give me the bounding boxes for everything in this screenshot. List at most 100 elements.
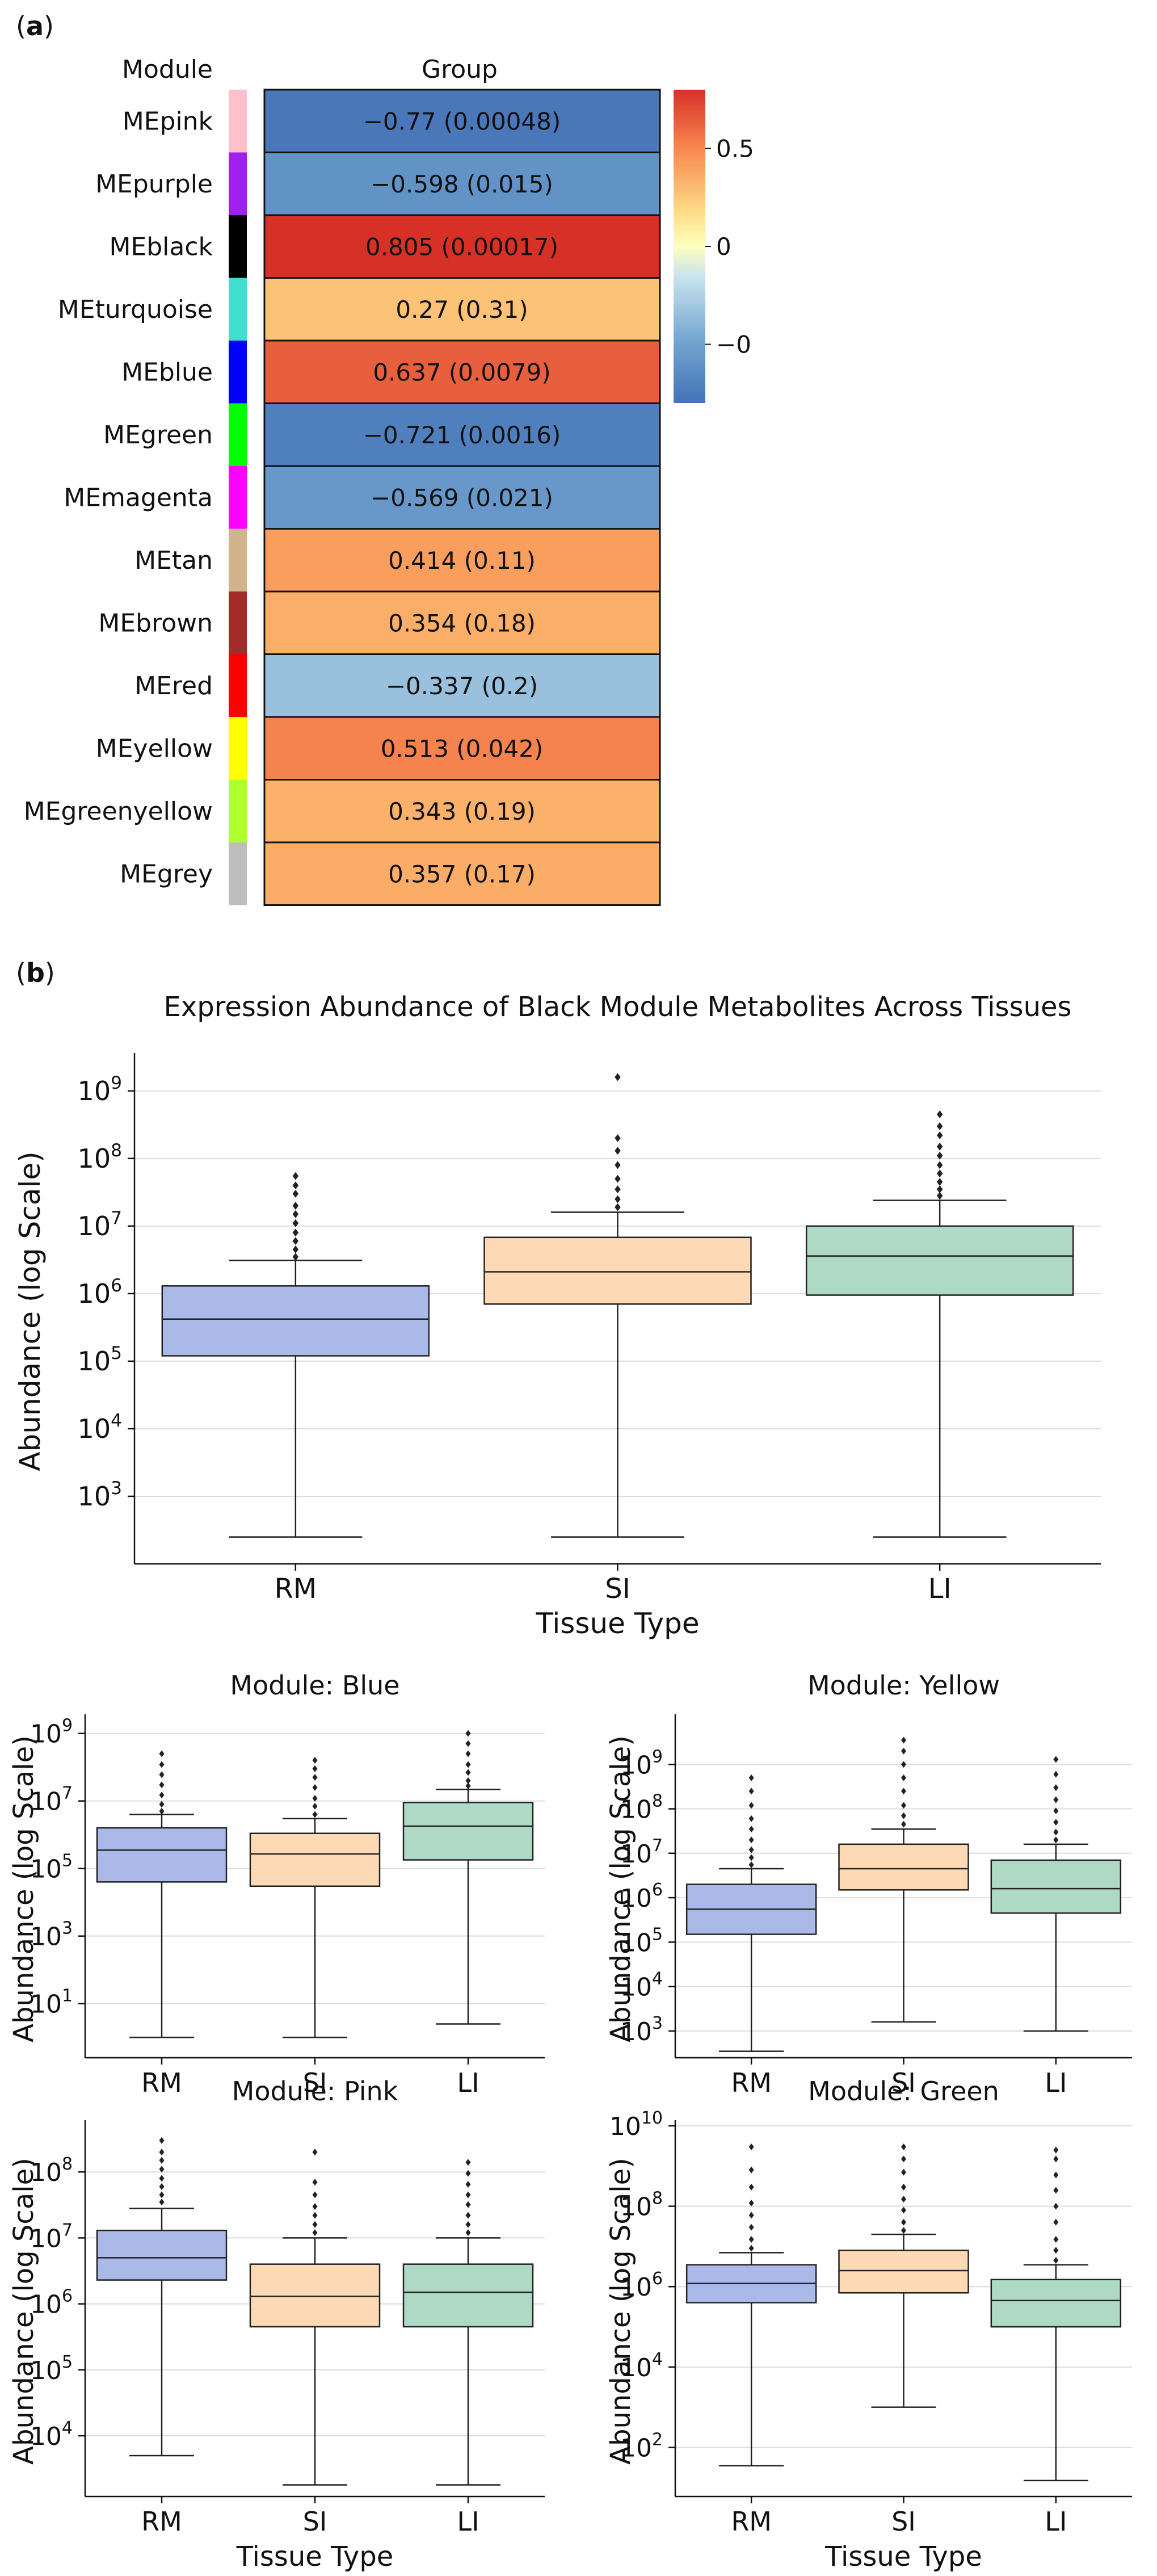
box-li — [990, 1756, 1122, 2032]
x-tick-label: RM — [731, 2067, 772, 2098]
outlier-point — [1053, 2218, 1059, 2226]
outlier-point — [901, 2168, 906, 2176]
y-tick-label: 103 — [620, 2013, 663, 2046]
outlier-point — [159, 2137, 165, 2144]
outlier-point — [465, 1740, 471, 1747]
heatmap-cell-label: −0.598 (0.015) — [371, 170, 553, 198]
x-tick-label: SI — [891, 2067, 916, 2098]
x-tick-label: LI — [457, 2067, 479, 2098]
outlier-point — [748, 2212, 754, 2219]
outlier-point — [748, 1815, 754, 1822]
heatmap-row: MEred−0.337 (0.2) — [134, 653, 661, 718]
outlier-point — [1053, 2235, 1059, 2243]
heatmap-cell — [263, 214, 661, 279]
y-tick-label: 105 — [30, 1851, 73, 1884]
y-axis-label: Abundance (log Scale) — [14, 1151, 47, 1471]
outlier-point — [748, 1802, 754, 1809]
heatmap-cell-label: 0.637 (0.0079) — [373, 358, 550, 386]
outlier-point — [748, 1826, 754, 1833]
outlier-point — [159, 2199, 165, 2206]
outlier-point — [901, 1774, 906, 1781]
outlier-point — [1053, 2256, 1059, 2264]
outlier-point — [1053, 2202, 1059, 2210]
outlier-point — [1053, 1828, 1059, 1836]
outlier-point — [292, 1237, 299, 1245]
outlier-point — [465, 2159, 471, 2166]
box-rm — [96, 2137, 228, 2457]
outlier-point — [936, 1151, 943, 1160]
heatmap-cell-label: −0.721 (0.0016) — [363, 421, 561, 449]
outlier-point — [159, 1781, 165, 1789]
outlier-point — [312, 2179, 318, 2186]
outlier-point — [936, 1142, 943, 1151]
y-tick-label: 102 — [620, 2430, 663, 2462]
box-li — [402, 1730, 534, 2025]
y-axis-label: Abundance (log Scale) — [8, 1735, 40, 2042]
heatmap-row-label: MEpink — [123, 107, 213, 136]
heatmap-row: MEpurple−0.598 (0.015) — [95, 152, 661, 216]
module-color-swatch — [229, 152, 247, 215]
outlier-point — [936, 1122, 943, 1131]
outlier-point — [615, 1134, 621, 1142]
outlier-point — [465, 2191, 471, 2199]
outlier-point — [936, 1161, 943, 1169]
heatmap-cell — [263, 779, 661, 844]
x-tick-label: SI — [303, 2067, 327, 2098]
y-tick-label: 103 — [30, 1919, 73, 1952]
heatmap-cell — [263, 89, 661, 153]
outlier-point — [1053, 1836, 1059, 1844]
outlier-point — [312, 2229, 318, 2237]
outlier-point — [936, 1131, 943, 1140]
outlier-point — [159, 1801, 165, 1808]
heatmap-cell — [263, 152, 661, 216]
heatmap-row-label: MEgreenyellow — [24, 797, 213, 826]
outlier-point — [615, 1203, 621, 1211]
outlier-point — [465, 1769, 471, 1776]
heatmap-cell-label: 0.354 (0.18) — [388, 609, 536, 637]
outlier-point — [312, 2149, 318, 2156]
chart-title: Module: Green — [808, 2076, 999, 2107]
box-si — [483, 1073, 752, 1538]
outlier-point — [312, 1784, 318, 1791]
heatmap-cell — [263, 277, 661, 342]
outlier-point — [159, 2175, 165, 2182]
outlier-point — [292, 1181, 299, 1190]
y-tick-label: 105 — [30, 2352, 73, 2385]
outlier-point — [465, 1761, 471, 1768]
x-axis-label: Tissue Type — [535, 1607, 699, 1640]
box-li — [402, 2159, 534, 2486]
outlier-point — [465, 2229, 471, 2237]
outlier-point — [901, 1788, 906, 1795]
outlier-point — [159, 1792, 165, 1799]
module-color-swatch — [229, 654, 247, 717]
box-rm — [685, 2143, 817, 2467]
heatmap-cell-label: 0.414 (0.11) — [388, 547, 536, 574]
outlier-point — [748, 1846, 754, 1853]
outlier-point — [748, 2235, 754, 2243]
outlier-point — [901, 1747, 906, 1755]
outlier-point — [312, 1811, 318, 1818]
module-color-swatch — [229, 779, 247, 842]
heatmap-cell-label: 0.513 (0.042) — [381, 735, 544, 762]
outlier-point — [312, 2191, 318, 2199]
box-si — [249, 2149, 381, 2486]
x-tick-label: LI — [928, 1573, 952, 1605]
outlier-point — [465, 2201, 471, 2208]
module-color-swatch — [229, 403, 247, 466]
box-li — [805, 1110, 1074, 1538]
outlier-point — [465, 1750, 471, 1757]
outlier-point — [159, 2166, 165, 2173]
y-tick-label: 108 — [620, 1792, 663, 1824]
box-iqr — [990, 1859, 1122, 1914]
module-color-swatch — [229, 717, 247, 780]
outlier-point — [936, 1185, 943, 1194]
heatmap-cell — [263, 528, 661, 593]
x-tick-label: RM — [141, 2506, 182, 2537]
outlier-point — [901, 2183, 906, 2191]
